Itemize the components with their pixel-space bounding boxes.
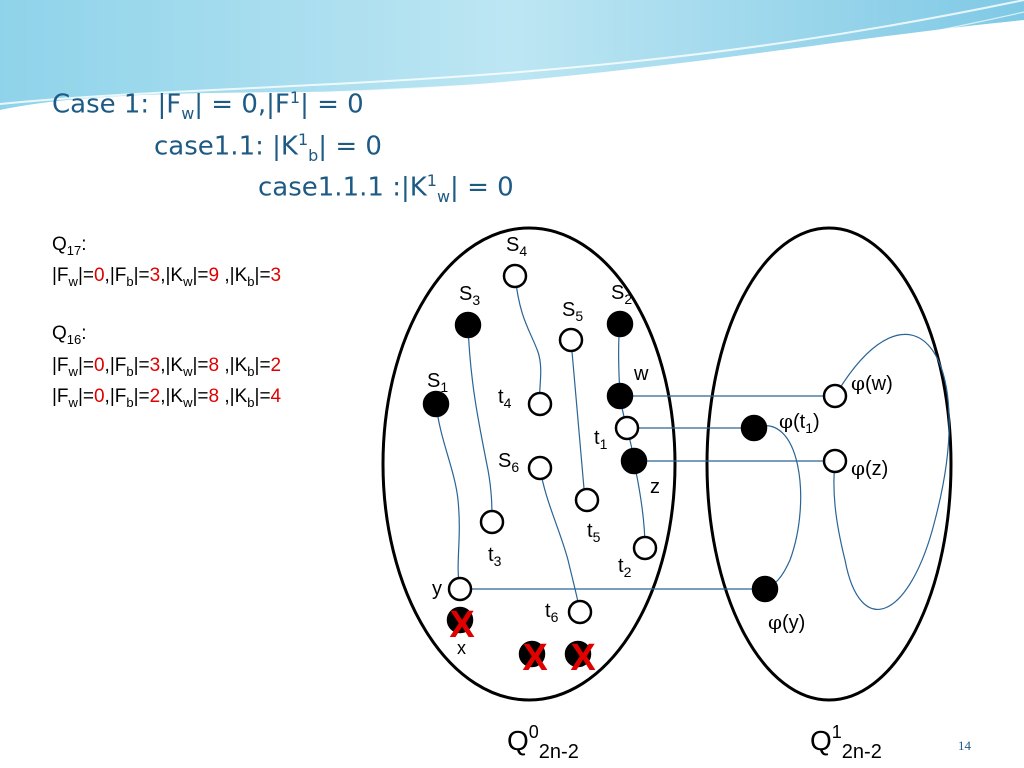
fault-mark: X (449, 604, 475, 646)
vertex-s1 (422, 390, 450, 418)
vertex-s3 (454, 311, 482, 339)
path-s4-t4 (514, 275, 542, 405)
case-subsubtitle: case1.1.1 :|K1w| = 0 (258, 171, 514, 206)
vertex-s2 (606, 310, 634, 338)
q17-stats-row: |Fw|=0,|Fb|=3,|Kw|=9 ,|Kb|=3 (52, 265, 282, 289)
label-y: y (432, 578, 442, 600)
label-phi-t1: φ(t1) (779, 409, 820, 436)
label-w: w (633, 363, 649, 385)
label-phi-z: φ(z) (851, 456, 888, 480)
vertex-t6 (567, 599, 593, 625)
q16-stats-row: |Fw|=0,|Fb|=3,|Kw|=8 ,|Kb|=2 (52, 355, 282, 379)
path-s6-t6 (539, 467, 581, 613)
label-phi-w: φ(w) (851, 371, 893, 395)
path-phi-t1-phi-y (753, 425, 802, 590)
vertex-phi-z (822, 448, 848, 474)
label-t6: t6 (545, 600, 559, 625)
vertex-s4 (502, 263, 528, 289)
subcube-q0-label: Q02n-2 (507, 722, 579, 763)
slide-number: 14 (958, 738, 971, 753)
background-wave (0, 0, 1024, 113)
path-phi-w-phi-z-loop (833, 333, 950, 610)
label-s2: S2 (611, 282, 632, 307)
subcube-q1-label: Q12n-2 (810, 722, 882, 763)
label-s3: S3 (459, 283, 480, 308)
vertex-w (606, 382, 634, 410)
path-s5-t5 (570, 339, 586, 501)
case-title: Case 1: |Fw| = 0,|F1| = 0 (52, 88, 364, 123)
vertex-x (446, 606, 474, 634)
q1-paths (753, 333, 950, 610)
vertex-phi-w (822, 383, 848, 409)
subcube-q1-ellipse (705, 226, 953, 702)
label-t1: t1 (594, 427, 608, 452)
vertex-z (620, 447, 648, 475)
path-s3-t3 (467, 324, 493, 523)
label-t5: t5 (587, 520, 601, 545)
vertex-s5 (558, 327, 584, 353)
label-phi-y: φ(y) (768, 610, 805, 634)
vertex-t2 (632, 535, 658, 561)
q17-label: Q17: (52, 234, 87, 258)
vertex-t1 (614, 415, 640, 441)
case-subtitle: case1.1: |K1b| = 0 (154, 130, 382, 165)
label-t2: t2 (618, 555, 632, 580)
label-s6: S6 (498, 450, 519, 475)
vertex-t3 (479, 509, 505, 535)
vertex-y (447, 576, 473, 602)
label-x: x (457, 638, 466, 658)
fault-mark: X (570, 637, 596, 679)
fault-mark: X (522, 637, 548, 679)
vertex-t5 (574, 487, 600, 513)
label-z: z (650, 476, 660, 498)
subcube-q0-ellipse (381, 226, 677, 702)
vertex-s6 (527, 455, 553, 481)
cross-edges (460, 395, 835, 590)
label-s4: S4 (506, 234, 527, 259)
q16-label: Q16: (52, 323, 87, 347)
vertex-faulty-a (518, 640, 546, 668)
label-t3: t3 (488, 544, 502, 569)
vertex-faulty-b (564, 640, 592, 668)
path-s1-y (435, 403, 461, 589)
label-s1: S1 (427, 370, 448, 395)
vertex-phi-t1 (740, 414, 768, 442)
q16-stats-row: |Fw|=0,|Fb|=2,|Kw|=8 ,|Kb|=4 (52, 386, 282, 410)
vertex-t4 (527, 391, 553, 417)
label-s5: S5 (562, 299, 583, 324)
label-t4: t4 (498, 386, 512, 411)
vertex-phi-y (751, 575, 779, 603)
